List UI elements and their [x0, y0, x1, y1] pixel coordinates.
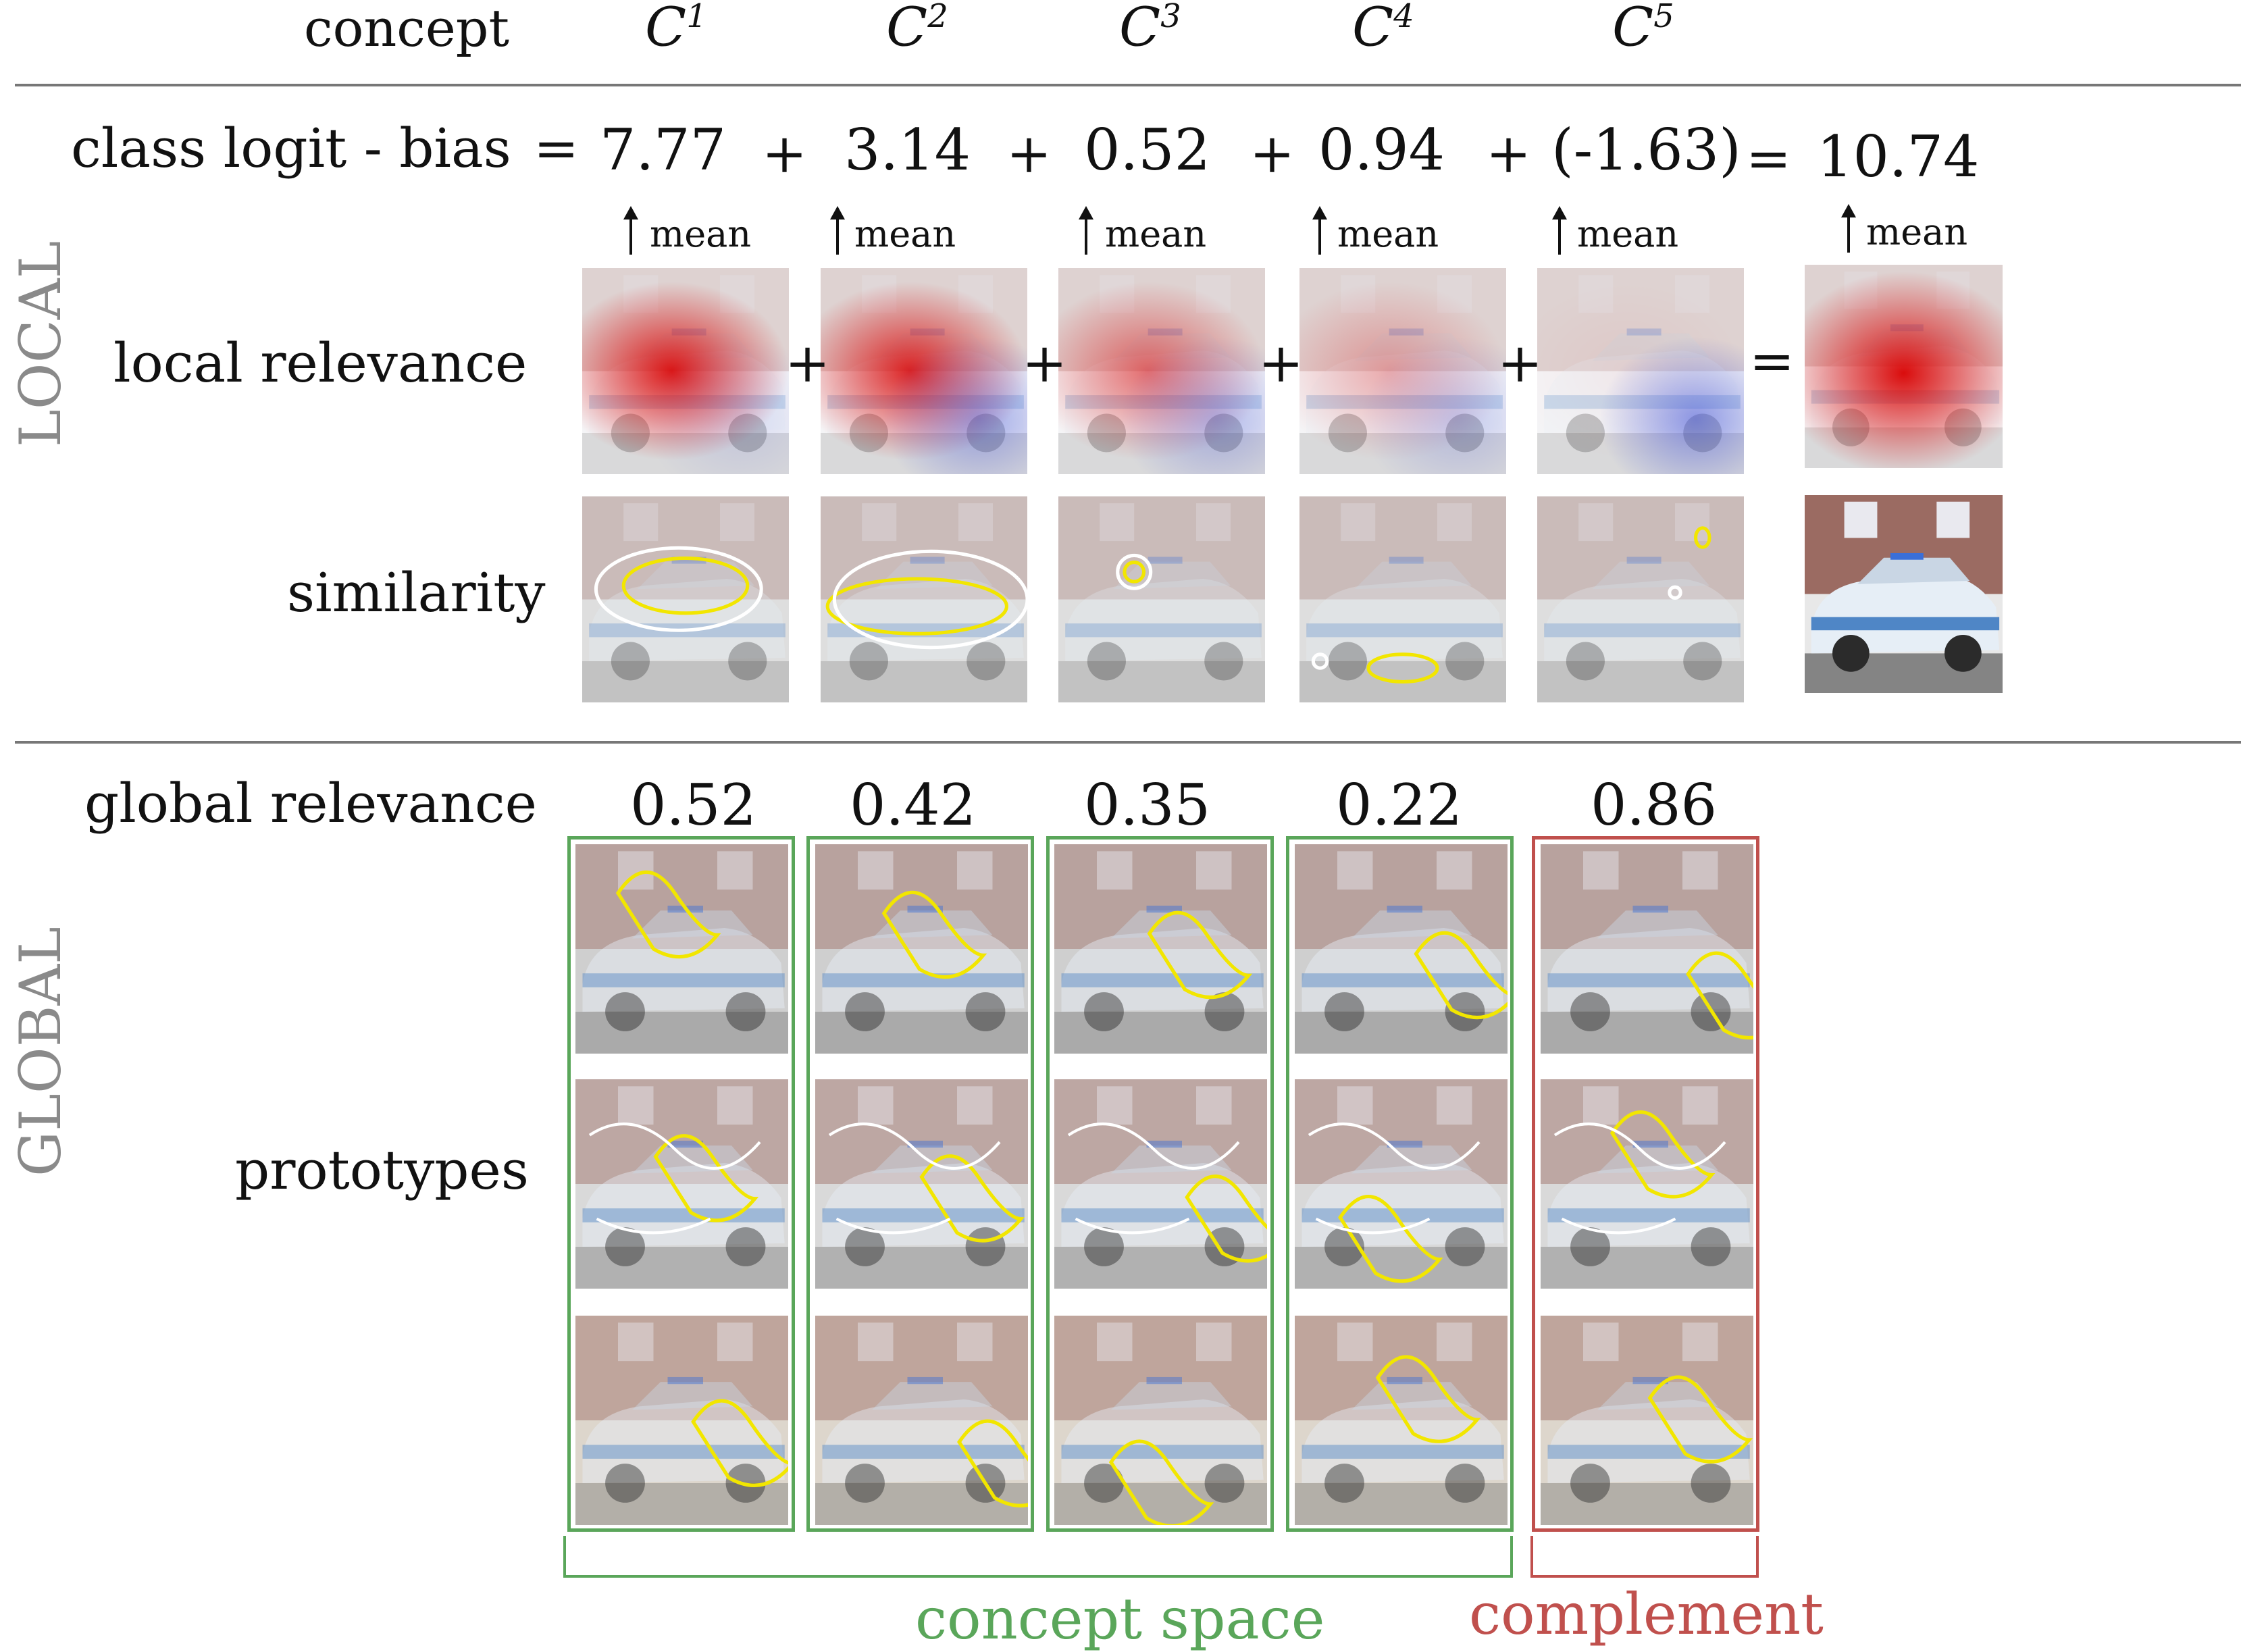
local-relevance-heatmap-c4 [1299, 268, 1506, 474]
global-relevance-c2: 0.42 [850, 772, 977, 838]
prototype-c3-1 [1054, 844, 1267, 1054]
mean-label-5: mean [1577, 213, 1679, 255]
row-label-local-relevance: local relevance [113, 332, 527, 394]
concept-c5-sup: 5 [1653, 0, 1674, 35]
input-image [1805, 495, 2003, 693]
local-relevance-heatmap-c3 [1058, 268, 1265, 474]
concept-c5-label: C5 [1612, 0, 1674, 55]
prototype-c2-1 [815, 844, 1028, 1054]
plus-3: + [1250, 122, 1295, 185]
complement-frame-c5 [1532, 836, 1759, 1532]
section-global-label: GLOBAL [7, 927, 74, 1177]
prototype-c4-2 [1295, 1079, 1508, 1289]
complement-bracket [1530, 1536, 1759, 1578]
prototype-c2-2 [815, 1079, 1028, 1289]
concept-c3-label: C3 [1119, 0, 1181, 55]
complement-label: complement [1469, 1581, 1824, 1647]
op-equals: = [1749, 330, 1795, 392]
concept-frame-c4 [1286, 836, 1514, 1532]
row-label-prototypes: prototypes [235, 1139, 529, 1202]
equation-lhs: class logit - bias [71, 117, 511, 180]
op-plus-3: + [1258, 332, 1304, 394]
concept-c3-sup: 3 [1160, 0, 1181, 35]
local-relevance-heatmap-sum [1805, 265, 2003, 468]
term-c3: 0.52 [1084, 117, 1211, 183]
mean-label-result: mean [1866, 211, 1968, 253]
concept-frame-c1 [567, 836, 795, 1532]
mean-label-2: mean [854, 213, 956, 255]
op-plus-1: + [785, 332, 831, 394]
concept-c5-base: C [1612, 0, 1654, 59]
concept-space-bracket [563, 1536, 1513, 1578]
concept-c4-sup: 4 [1393, 0, 1414, 35]
op-plus-2: + [1022, 332, 1068, 394]
concept-frame-c3 [1046, 836, 1274, 1532]
similarity-map-c1 [582, 496, 789, 702]
similarity-map-c3 [1058, 496, 1265, 702]
concept-c1-label: C1 [645, 0, 707, 55]
section-local-label: LOCAL [7, 240, 74, 447]
concept-c2-sup: 2 [927, 0, 948, 35]
concept-space-label: concept space [915, 1586, 1325, 1652]
concept-c4-label: C4 [1352, 0, 1414, 55]
concept-c4-base: C [1352, 0, 1394, 59]
concept-c2-base: C [886, 0, 928, 59]
mean-arrow-2 [830, 206, 845, 255]
prototype-c4-3 [1295, 1316, 1508, 1525]
term-c5: (-1.63) [1551, 117, 1741, 183]
mean-label-4: mean [1337, 213, 1439, 255]
global-relevance-c4: 0.22 [1336, 772, 1463, 838]
mean-label-3: mean [1105, 213, 1207, 255]
prototype-c2-3 [815, 1316, 1028, 1525]
prototype-c3-3 [1054, 1316, 1267, 1525]
prototype-c1-3 [575, 1316, 788, 1525]
equation-equals-result: = [1746, 127, 1792, 190]
mean-arrow-3 [1079, 206, 1093, 255]
mean-label-1: mean [650, 213, 752, 255]
header-divider [15, 84, 2241, 86]
row-label-global-relevance: global relevance [84, 772, 537, 835]
local-relevance-heatmap-c2 [821, 268, 1027, 474]
global-relevance-c1: 0.52 [630, 772, 757, 838]
prototype-c3-2 [1054, 1079, 1267, 1289]
plus-4: + [1486, 122, 1532, 185]
prototype-c1-2 [575, 1079, 788, 1289]
concept-c1-base: C [645, 0, 687, 59]
term-c4: 0.94 [1318, 117, 1445, 183]
equation-equals: = [534, 117, 579, 180]
prototype-c5-1 [1541, 844, 1753, 1054]
local-relevance-heatmap-c1 [582, 268, 789, 474]
op-plus-4: + [1497, 332, 1543, 394]
prototype-c5-3 [1541, 1316, 1753, 1525]
concept-c1-sup: 1 [686, 0, 707, 35]
similarity-map-c5 [1537, 496, 1744, 702]
row-label-similarity: similarity [287, 561, 546, 624]
global-relevance-c3: 0.35 [1084, 772, 1211, 838]
similarity-map-c4 [1299, 496, 1506, 702]
prototype-c4-1 [1295, 844, 1508, 1054]
mean-arrow-5 [1552, 206, 1567, 255]
equation-result: 10.74 [1817, 124, 1980, 190]
term-c2: 3.14 [844, 117, 971, 183]
plus-1: + [762, 122, 808, 185]
term-c1: 7.77 [600, 117, 727, 183]
concept-label: concept [304, 0, 509, 58]
local-relevance-heatmap-c5 [1537, 268, 1744, 474]
similarity-map-c2 [821, 496, 1027, 702]
local-global-divider [15, 741, 2241, 744]
global-relevance-c5: 0.86 [1591, 772, 1718, 838]
concept-c2-label: C2 [886, 0, 948, 55]
plus-2: + [1006, 122, 1052, 185]
concept-c3-base: C [1119, 0, 1161, 59]
mean-arrow-4 [1312, 206, 1327, 255]
prototype-c5-2 [1541, 1079, 1753, 1289]
concept-frame-c2 [806, 836, 1034, 1532]
mean-arrow-result [1841, 204, 1856, 253]
mean-arrow-1 [623, 206, 638, 255]
prototype-c1-1 [575, 844, 788, 1054]
